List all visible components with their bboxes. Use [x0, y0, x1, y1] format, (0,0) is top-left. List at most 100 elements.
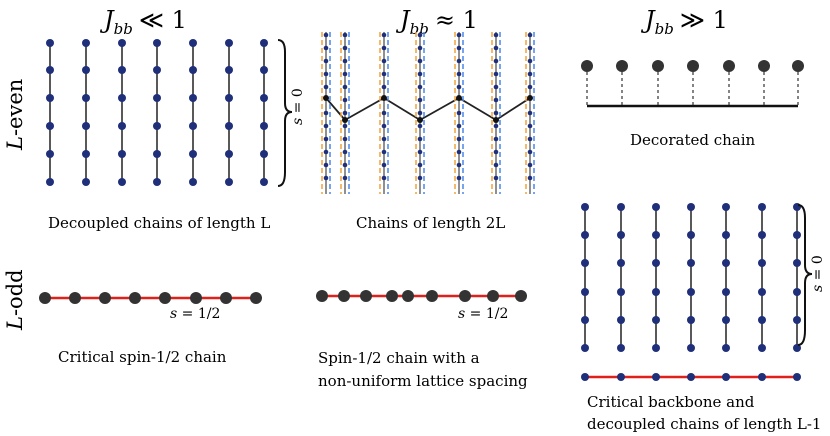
zigzag-bond: [383, 97, 421, 121]
chain-site: [617, 231, 625, 239]
decoration-site: [616, 60, 628, 72]
chain-site: [46, 150, 54, 158]
chain-site: [153, 94, 161, 102]
decorated-chain-diagram: [581, 60, 804, 108]
spin-site: [129, 292, 141, 304]
backbone-chains-diagram: [581, 203, 801, 381]
chain-site: [417, 175, 423, 181]
chain-site: [493, 110, 499, 116]
chain-site: [342, 32, 348, 38]
chain-site: [82, 150, 90, 158]
chain-site: [260, 66, 268, 74]
chain-site: [456, 58, 462, 64]
spin-site: [360, 290, 372, 302]
chain-site: [652, 203, 660, 211]
chain-site: [687, 231, 695, 239]
spin-site: [190, 292, 202, 304]
zigzag-bond: [344, 97, 385, 121]
decoration-site: [581, 60, 593, 72]
chain-site: [527, 123, 533, 129]
spin-site: [459, 290, 471, 302]
spin-site: [250, 292, 262, 304]
chain-site: [493, 149, 499, 155]
backbone-site: [687, 373, 695, 381]
chain-site: [527, 149, 533, 155]
chain-site: [260, 122, 268, 130]
zigzag-bond: [419, 97, 460, 121]
chain-site: [758, 344, 766, 352]
chain-site: [82, 66, 90, 74]
chain-site: [323, 84, 329, 90]
backbone-site: [652, 373, 660, 381]
chain-site: [493, 71, 499, 77]
chain-site: [189, 122, 197, 130]
chain-site: [342, 123, 348, 129]
chain-site: [417, 123, 423, 129]
chain-site: [493, 58, 499, 64]
caption-nonuniform-line2: non-uniform lattice spacing: [318, 372, 528, 390]
chain-site: [82, 39, 90, 47]
chain-site: [617, 259, 625, 267]
spin-site: [386, 290, 398, 302]
row-label-even: L-even: [3, 79, 27, 151]
chain-site: [323, 136, 329, 142]
chain-site: [342, 84, 348, 90]
decoration-site: [723, 60, 735, 72]
chain-site: [323, 32, 329, 38]
nonuniform-chain-diagram: [316, 290, 527, 302]
chain-site: [417, 162, 423, 168]
zigzag-bond: [495, 97, 531, 121]
chain-site: [118, 66, 126, 74]
chain-site: [456, 149, 462, 155]
chain-site: [493, 162, 499, 168]
chain-site: [323, 123, 329, 129]
zigzag-site: [493, 117, 499, 123]
chain-site: [189, 39, 197, 47]
chain-site: [417, 149, 423, 155]
chain-site: [260, 178, 268, 186]
spin-site: [69, 292, 81, 304]
chains-2l-diagram: [321, 32, 535, 194]
chain-site: [153, 178, 161, 186]
chain-site: [581, 344, 589, 352]
chain-site: [323, 149, 329, 155]
chain-site: [722, 316, 730, 324]
chain-site: [342, 71, 348, 77]
chain-site: [527, 110, 533, 116]
spin-site: [515, 290, 527, 302]
zigzag-site: [527, 95, 533, 101]
chain-site: [456, 45, 462, 51]
chain-site: [493, 175, 499, 181]
spin-site: [316, 290, 328, 302]
header-equal-coupling: Jbb≈ 1: [395, 6, 478, 38]
caption-critical: Critical spin-1/2 chain: [58, 348, 227, 366]
decoupled-chains-diagram: [46, 39, 268, 186]
chain-site: [793, 288, 801, 296]
chain-site: [189, 66, 197, 74]
chain-site: [652, 231, 660, 239]
chain-site: [323, 58, 329, 64]
zigzag-site: [342, 117, 348, 123]
chain-site: [758, 259, 766, 267]
decoration-site: [792, 60, 804, 72]
chain-site: [381, 175, 387, 181]
chain-site: [417, 84, 423, 90]
chain-site: [153, 39, 161, 47]
chain-site: [82, 94, 90, 102]
decoration-site: [652, 60, 664, 72]
chain-site: [342, 149, 348, 155]
chain-site: [617, 316, 625, 324]
zigzag-site: [456, 95, 462, 101]
chain-site: [722, 231, 730, 239]
chain-site: [381, 32, 387, 38]
chain-site: [617, 288, 625, 296]
chain-site: [381, 58, 387, 64]
chain-site: [118, 94, 126, 102]
chain-site: [381, 71, 387, 77]
chain-site: [260, 39, 268, 47]
chain-site: [527, 32, 533, 38]
chain-site: [46, 94, 54, 102]
backbone-site: [722, 373, 730, 381]
chain-site: [118, 150, 126, 158]
zigzag-bond: [325, 97, 346, 121]
